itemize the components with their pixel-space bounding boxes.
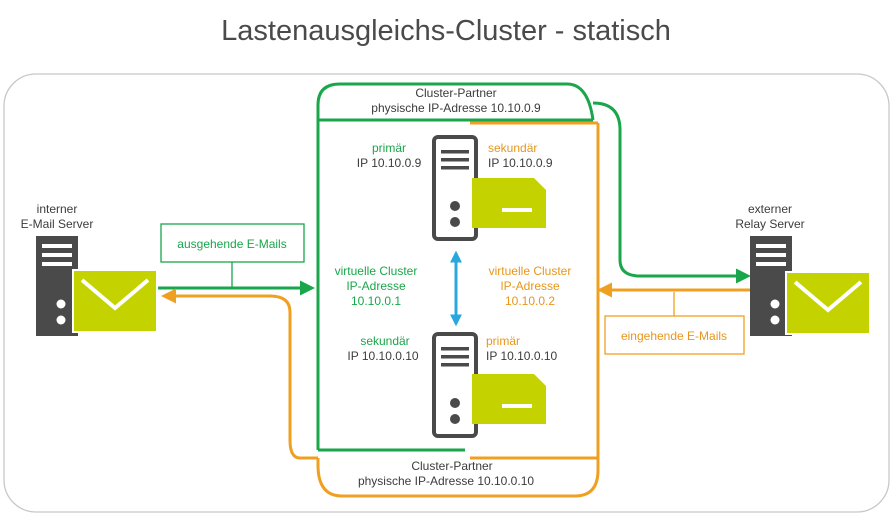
- node-top-right-role: sekundär: [488, 141, 537, 155]
- diagram-title: Lastenausgleichs-Cluster - statisch: [221, 15, 671, 47]
- diagram-frame: [3, 73, 890, 513]
- virtual-left-line3: 10.10.0.1: [351, 294, 401, 308]
- outgoing-to-relay-arrow: [592, 101, 751, 284]
- cluster-node-bottom: sekundär IP 10.10.0.10 primär IP 10.10.0…: [347, 332, 558, 438]
- outgoing-envelope-icon: [72, 269, 158, 333]
- virtual-left-line1: virtuelle Cluster: [335, 264, 418, 278]
- external-server-label-line2: Relay Server: [735, 217, 804, 231]
- incoming-label-box: [604, 315, 745, 355]
- incoming-label: eingehende E-Mails: [621, 329, 727, 343]
- internal-mail-server: interner E-Mail Server: [21, 202, 158, 336]
- outgoing-label: ausgehende E-Mails: [177, 237, 286, 251]
- node-top-right-ip: IP 10.10.0.9: [488, 156, 553, 170]
- virtual-left-line2: IP-Adresse: [346, 279, 406, 293]
- node-bottom-document-icon: [472, 374, 546, 424]
- cluster-boundary-green: [316, 82, 595, 450]
- node-top-left-ip: IP 10.10.0.9: [357, 156, 422, 170]
- cluster-node-top: primär IP 10.10.0.9 sekundär IP 10.10.0.…: [357, 135, 553, 241]
- internal-server-label-line1: interner: [37, 202, 78, 216]
- incoming-to-internal-arrow: [161, 288, 318, 460]
- cluster-boundary-orange: [316, 123, 600, 498]
- incoming-envelope-icon: [785, 271, 871, 335]
- internal-server-label-line2: E-Mail Server: [21, 217, 94, 231]
- partner-top-line2: physische IP-Adresse 10.10.0.9: [371, 101, 541, 115]
- partner-bottom-line1: Cluster-Partner: [411, 459, 492, 473]
- external-server-label-line1: externer: [748, 202, 792, 216]
- external-relay-server: externer Relay Server: [735, 202, 871, 336]
- node-bottom-left-role: sekundär: [360, 334, 409, 348]
- node-bottom-right-role: primär: [486, 334, 520, 348]
- partner-bottom-line2: physische IP-Adresse 10.10.0.10: [358, 474, 534, 488]
- virtual-right-line2: IP-Adresse: [500, 279, 560, 293]
- internal-server-icon: [36, 236, 78, 336]
- node-bottom-server-icon: [432, 332, 478, 438]
- node-top-server-icon: [432, 135, 478, 241]
- outgoing-label-box: [160, 223, 305, 263]
- node-bottom-left-ip: IP 10.10.0.10: [347, 349, 419, 363]
- virtual-right-line3: 10.10.0.2: [505, 294, 555, 308]
- node-top-left-role: primär: [372, 141, 406, 155]
- partner-top-line1: Cluster-Partner: [415, 86, 496, 100]
- node-bottom-right-ip: IP 10.10.0.10: [486, 349, 558, 363]
- node-top-document-icon: [472, 178, 546, 228]
- virtual-right-line1: virtuelle Cluster: [489, 264, 572, 278]
